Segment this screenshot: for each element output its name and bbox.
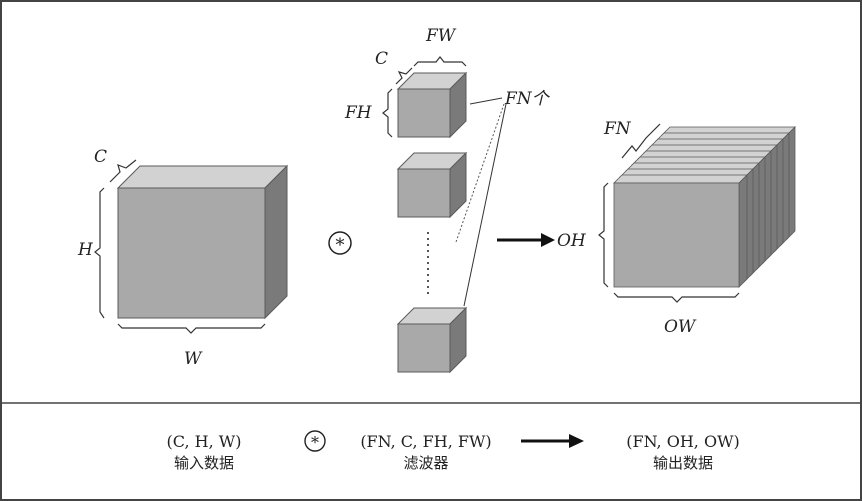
conv-result-arrow-head bbox=[541, 233, 555, 247]
input-data-cube bbox=[116, 164, 289, 320]
filter-count-label: FN个 bbox=[504, 89, 551, 109]
filter-fw-brace bbox=[413, 56, 467, 67]
filter-fh-brace bbox=[382, 88, 393, 138]
output-ow-label: OW bbox=[664, 317, 697, 337]
filter-c-label: C bbox=[375, 49, 388, 69]
filter-count-leader-1 bbox=[469, 97, 503, 105]
filter-fh-label: FH bbox=[344, 103, 373, 123]
input-cube-top bbox=[116, 165, 289, 189]
output-oh-label: OH bbox=[557, 231, 587, 251]
filter-cube-3 bbox=[396, 306, 468, 374]
input-cube-side bbox=[264, 164, 288, 320]
filter-count-leader-2 bbox=[455, 103, 505, 243]
caption-input-shape: (C, H, W) bbox=[167, 432, 242, 451]
output-ow-brace bbox=[613, 292, 740, 303]
input-h-label: H bbox=[77, 240, 94, 260]
conv-operator-circle bbox=[328, 231, 352, 255]
input-h-brace bbox=[94, 187, 105, 319]
filter-fw-label: FW bbox=[425, 26, 457, 46]
conv-operator-symbol: * bbox=[336, 235, 345, 256]
input-w-brace bbox=[117, 323, 266, 334]
input-w-label: W bbox=[184, 349, 203, 369]
filter-2-front bbox=[397, 168, 451, 218]
filter-1-front bbox=[397, 88, 451, 138]
filter-cube-1 bbox=[396, 71, 468, 139]
caption-arrow-head bbox=[569, 434, 584, 448]
input-c-brace bbox=[109, 159, 137, 183]
caption-input-name: 输入数据 bbox=[174, 454, 234, 472]
filter-3-front bbox=[397, 323, 451, 373]
input-c-label: C bbox=[94, 147, 107, 167]
caption-output-shape: (FN, OH, OW) bbox=[626, 432, 740, 451]
caption-filter-name: 滤波器 bbox=[403, 454, 448, 472]
output-fn-brace bbox=[621, 123, 661, 159]
caption-output-name: 输出数据 bbox=[653, 454, 713, 472]
input-cube-front bbox=[117, 187, 266, 319]
filter-cube-2 bbox=[396, 151, 468, 219]
output-fn-label: FN bbox=[603, 119, 632, 139]
filter-c-brace bbox=[395, 67, 413, 85]
output-feature-map-stack bbox=[613, 126, 796, 288]
filter-count-leader-3 bbox=[463, 103, 507, 307]
output-oh-brace bbox=[598, 182, 609, 288]
caption-conv-circle bbox=[304, 430, 326, 452]
caption-conv-symbol: * bbox=[311, 433, 319, 452]
caption-filter-shape: (FN, C, FH, FW) bbox=[360, 432, 491, 451]
